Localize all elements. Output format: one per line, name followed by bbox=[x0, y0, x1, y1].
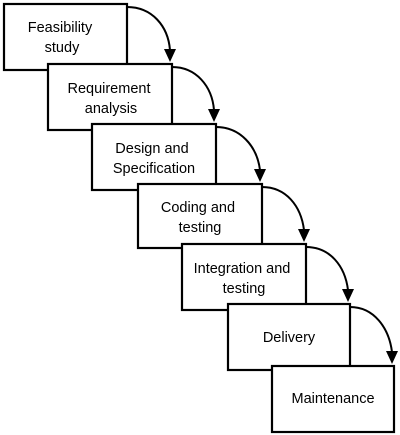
flow-arrow bbox=[126, 6, 171, 51]
flow-arrow bbox=[215, 126, 261, 171]
stage-label-maintenance: Maintenance bbox=[291, 391, 374, 407]
stage-box-maintenance bbox=[270, 364, 396, 434]
stage-box-delivery bbox=[226, 302, 352, 372]
stage-box-feasibility bbox=[2, 2, 129, 72]
stage-box-coding bbox=[136, 182, 264, 250]
arrow-head bbox=[342, 289, 354, 302]
flow-arrow bbox=[261, 186, 305, 231]
stage-label-line: Design and bbox=[115, 141, 188, 157]
arrow-head bbox=[208, 109, 220, 122]
arrow-head bbox=[298, 229, 310, 242]
arrow-head bbox=[164, 49, 176, 62]
flow-arrows bbox=[126, 6, 398, 364]
stage-label-delivery: Delivery bbox=[263, 330, 316, 346]
stage-label-integration: Integration and testing bbox=[194, 261, 295, 297]
stage-label-feasibility: Feasibility study bbox=[28, 20, 97, 56]
stage-integration: Integration and testing bbox=[180, 242, 308, 312]
stage-label-line: Feasibility bbox=[28, 20, 93, 36]
stage-design: Design and Specification bbox=[90, 122, 218, 192]
stage-delivery: Delivery bbox=[226, 302, 352, 372]
stage-label-line: Requirement bbox=[67, 81, 150, 97]
flow-arrow bbox=[305, 246, 349, 291]
stage-feasibility: Feasibility study bbox=[2, 2, 129, 72]
stage-label-line: Delivery bbox=[263, 330, 316, 346]
stage-label-line: Maintenance bbox=[291, 391, 374, 407]
stage-label-line: Coding and bbox=[161, 200, 235, 216]
arrow-head bbox=[254, 169, 266, 182]
stage-label-coding: Coding and testing bbox=[161, 200, 239, 236]
stage-box-design bbox=[90, 122, 218, 192]
flow-arrow bbox=[349, 306, 393, 353]
stage-label-design: Design and Specification bbox=[113, 141, 195, 177]
flow-arrow bbox=[171, 66, 215, 111]
stage-requirement: Requirement analysis bbox=[46, 62, 174, 132]
stage-coding: Coding and testing bbox=[136, 182, 264, 250]
stage-label-line: analysis bbox=[85, 101, 137, 117]
stage-box-integration bbox=[180, 242, 308, 312]
stage-box-requirement bbox=[46, 62, 174, 132]
stage-label-line: Integration and bbox=[194, 261, 291, 277]
arrow-head bbox=[386, 351, 398, 364]
stage-maintenance: Maintenance bbox=[270, 364, 396, 434]
stage-label-line: testing bbox=[179, 220, 222, 236]
stage-label-requirement: Requirement analysis bbox=[67, 81, 154, 117]
stage-label-line: Specification bbox=[113, 161, 195, 177]
stage-label-line: study bbox=[45, 40, 80, 56]
stage-label-line: testing bbox=[223, 281, 266, 297]
